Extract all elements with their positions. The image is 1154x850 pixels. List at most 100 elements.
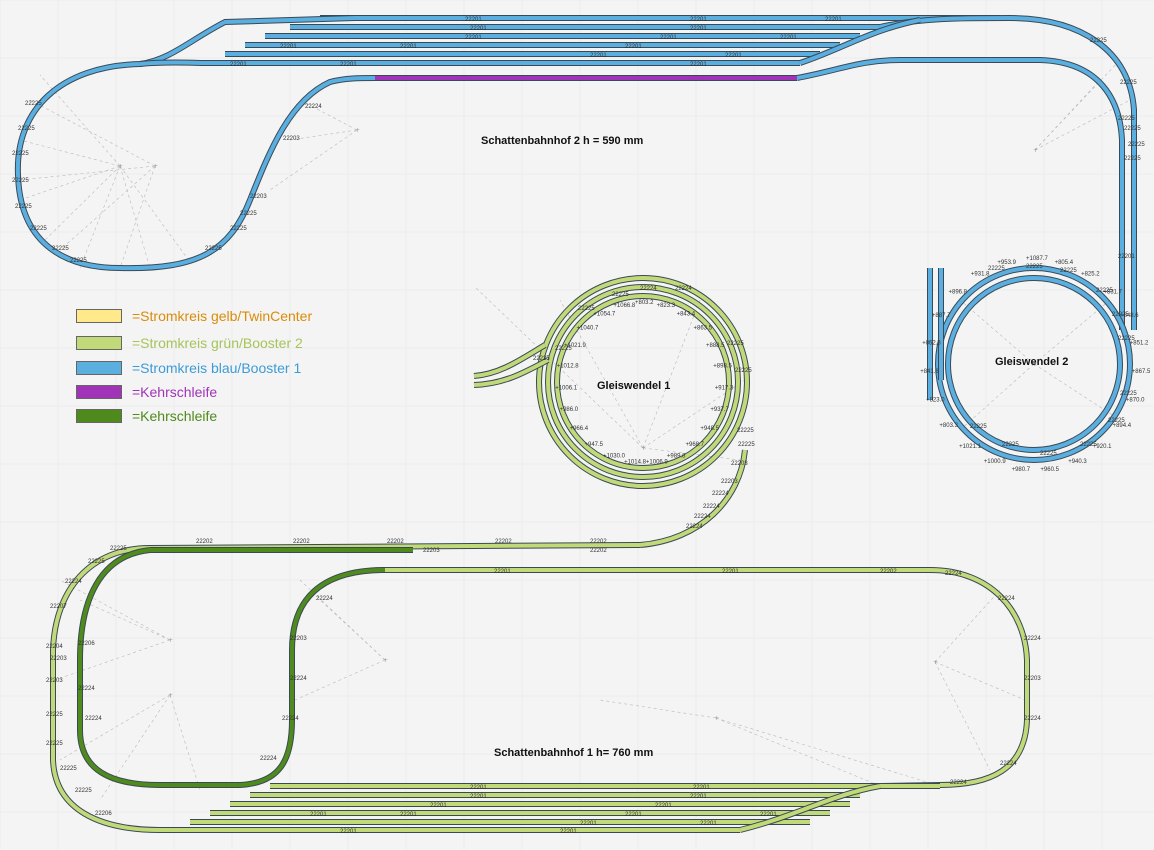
guide-line [19, 139, 121, 167]
track-part-label: 22203 [46, 678, 63, 684]
track-part-label: 22203 [290, 636, 307, 642]
guide-line [59, 579, 171, 641]
track-part-label: 22225 [15, 204, 32, 210]
shadow2-right-loop-inner[interactable] [796, 58, 1124, 330]
track-part-label: 22225 [970, 424, 987, 430]
helix-height-label: +989.8 [667, 453, 686, 459]
helix-height-label: +953.9 [997, 260, 1016, 266]
track-part-label: 22225 [60, 766, 77, 772]
helix-height-label: +948.5 [700, 426, 719, 432]
track-part-label: 22204 [46, 644, 63, 650]
track-part-label: 22202 [590, 539, 607, 545]
guide-line [289, 129, 358, 141]
track-part-label: 22203 [423, 548, 440, 554]
shadow2-right-loop-outer[interactable] [879, 15, 1136, 330]
helix-height-label: +848.6 [1120, 313, 1139, 319]
guide-line [559, 299, 644, 449]
helix-height-label: +1021.1 [959, 444, 982, 450]
track-part-label: 22201 [340, 829, 357, 835]
helix-height-label: +966.4 [570, 426, 589, 432]
track-part-label: 22225 [230, 226, 247, 232]
shadow1-inner-reverse-loop[interactable] [78, 548, 386, 787]
track-part-label: 22225 [738, 442, 755, 448]
helix-height-label: +843.4 [677, 312, 696, 318]
track-part-label: 22201 [470, 794, 487, 800]
track-part-label: 22225 [1124, 126, 1141, 132]
shadow2-left-throat[interactable] [139, 60, 201, 66]
track-part-label: 22201 [470, 26, 487, 32]
helix-height-label: +823.0 [926, 398, 945, 404]
shadow2-left-loop[interactable] [15, 16, 376, 271]
shadow1-yard-tracks [160, 783, 940, 833]
track-part-label: 22225 [1002, 442, 1019, 448]
guide-line [119, 165, 151, 269]
helix-height-label: +823.3 [657, 303, 676, 309]
track-part-label: 22201 [280, 44, 297, 50]
track-part-label: 22225 [88, 559, 105, 565]
helix-height-label: +931.8 [971, 271, 990, 277]
track-part-label: 22201 [760, 812, 777, 818]
guide-line [19, 165, 156, 181]
helix-height-label: +894.4 [1113, 423, 1132, 429]
track-part-label: 22225 [52, 246, 69, 252]
helix-height-label: +887.7 [932, 313, 951, 319]
track-part-label: 22201 [470, 785, 487, 791]
shadow1-right-loop[interactable] [385, 568, 1029, 788]
guide-line [169, 694, 201, 791]
helix1-entry-1[interactable] [473, 343, 547, 378]
track-part-label: 22225 [25, 101, 42, 107]
track-part-label: 22201 [625, 44, 642, 50]
shadow1-upper-line[interactable] [51, 543, 641, 832]
center-mark: + [153, 163, 158, 170]
shadow-station-1 [50, 542, 1030, 833]
helix-height-label: +867.5 [1132, 369, 1151, 375]
track-part-label: 22225 [240, 211, 257, 217]
legend-swatch-yellow [76, 309, 122, 323]
center-mark: + [1033, 147, 1038, 154]
helix-height-label: +1000.9 [984, 459, 1007, 465]
legend-label-purple: =Kehrschleife [132, 384, 218, 400]
track-part-label: 22224 [694, 514, 711, 520]
helix-1 [473, 275, 750, 548]
track-part-label: 22224 [998, 596, 1015, 602]
track-part-label: 22201 [693, 785, 710, 791]
shadow2-right-throat[interactable] [799, 18, 921, 65]
track-part-label: 22202 [495, 539, 512, 545]
helix-height-label: +896.8 [949, 290, 968, 296]
track-part-label: 22224 [640, 286, 657, 292]
helix1-inner-ring[interactable] [555, 294, 731, 470]
guide-line [79, 599, 171, 641]
center-mark: + [714, 715, 719, 722]
helix2-inner-ring[interactable] [946, 276, 1122, 452]
helix1-mid-ring[interactable] [546, 285, 740, 479]
shadow1-inner-reverse-loop-outline [77, 547, 386, 788]
helix-height-label: +986.0 [560, 407, 579, 413]
track-part-label: 22225 [46, 712, 63, 718]
helix1-exit[interactable] [639, 449, 747, 547]
track-part-label: 22225 [1120, 80, 1137, 86]
center-mark: + [168, 637, 173, 644]
helix-height-label: +870.0 [1126, 398, 1145, 404]
shadow1-right-throat[interactable] [739, 784, 881, 832]
track-part-label: 22201 [690, 62, 707, 68]
guide-line [54, 639, 171, 681]
track-part-label: 22225 [1112, 312, 1129, 318]
helix1-outer-ring[interactable] [537, 276, 749, 488]
center-mark: + [1032, 361, 1037, 368]
helix-height-label: +1030.0 [603, 453, 626, 459]
helix-height-label: +980.7 [1012, 467, 1031, 473]
shadow1-right-loop-outline [385, 567, 1030, 789]
track-part-label: 22201 [580, 821, 597, 827]
guide-line [934, 589, 1001, 663]
track-part-label: 22225 [18, 126, 35, 132]
legend-item-blue: =Stromkreis blau/Booster 1 [76, 359, 301, 377]
helix-height-label: +841.6 [920, 369, 939, 375]
track-part-label: 22225 [30, 226, 47, 232]
helix-height-label: +937.7 [710, 407, 729, 413]
track-part-label: 22225 [12, 178, 29, 184]
track-part-label: 22201 [655, 803, 672, 809]
helix-height-label: +1006.1 [555, 386, 578, 392]
helix1-entry-2[interactable] [473, 358, 549, 387]
